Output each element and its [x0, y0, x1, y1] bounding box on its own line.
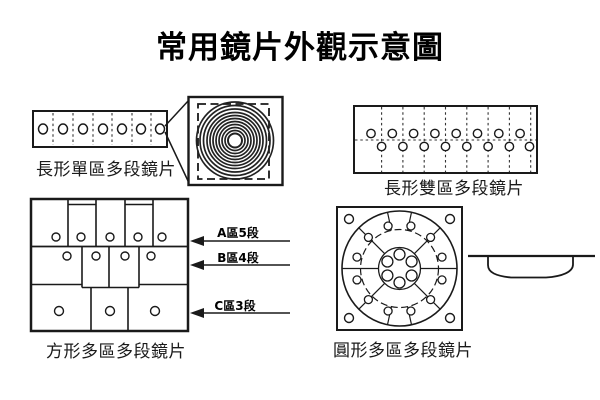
- zone-c-arrowhead: [190, 308, 204, 318]
- strip-single-lens-label: 長形單區多段鏡片: [36, 160, 176, 180]
- zone-pointer-arrows: [190, 236, 290, 318]
- profile-dome-curve: [487, 257, 574, 279]
- fresnel-rings: [195, 101, 275, 180]
- round-lens-radial-dividers: [342, 212, 457, 325]
- page-title: 常用鏡片外觀示意圖: [156, 30, 444, 66]
- zone-b-label: B區4段: [217, 251, 259, 265]
- strip-dual-lens-label: 長形雙區多段鏡片: [384, 179, 524, 199]
- zone-b-dividers: [31, 246, 188, 289]
- zone-b-holes: [62, 251, 156, 261]
- zone-a-dividers: [67, 199, 154, 247]
- magnifier-callout-lines: [164, 99, 190, 184]
- square-multizone-lens-diagram: [29, 197, 190, 333]
- lens-detail-magnified: [187, 95, 284, 187]
- round-lens-center-holes: [381, 248, 418, 289]
- strip-single-lens-diagram: [32, 99, 190, 184]
- strip-dual-lens-diagram: [353, 105, 538, 174]
- round-lens-label: 圓形多區多段鏡片: [333, 341, 473, 361]
- zone-c-label: C區3段: [214, 299, 256, 313]
- square-lens-label: 方形多區多段鏡片: [46, 342, 186, 362]
- lens-side-profile: [468, 254, 595, 279]
- zone-b-arrowhead: [190, 260, 204, 270]
- fresnel-center-hole: [227, 132, 243, 149]
- zone-c-dividers: [90, 287, 129, 331]
- zone-a-label: A區5段: [217, 226, 259, 240]
- zone-a-holes: [51, 232, 167, 242]
- round-lens-segment-holes: [352, 221, 447, 316]
- zone-a-arrowhead: [190, 236, 204, 246]
- zone-c-holes: [53, 305, 161, 317]
- strip-single-segment-dividers: [52, 113, 152, 145]
- strip-dual-top-holes: [366, 128, 525, 139]
- strip-single-led-holes: [37, 123, 166, 135]
- strip-dual-bottom-holes: [376, 141, 535, 152]
- plate-corner-holes: [343, 213, 456, 324]
- round-multizone-lens-diagram: [336, 206, 463, 331]
